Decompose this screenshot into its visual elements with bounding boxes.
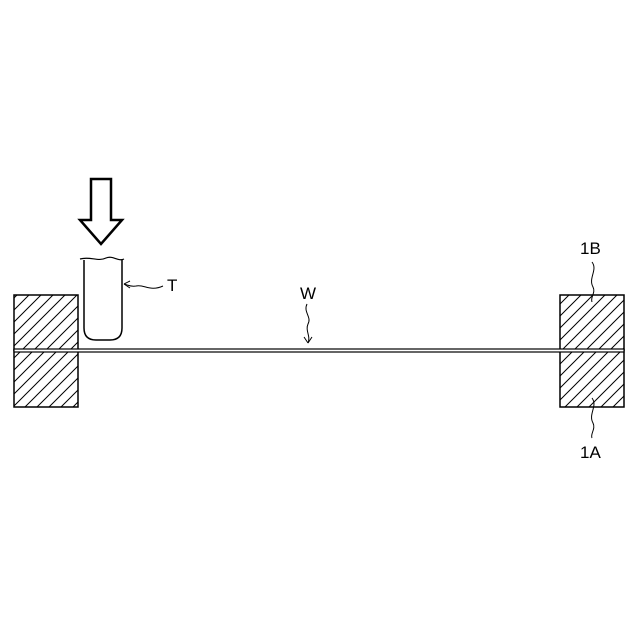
label-tool: T [167,276,177,295]
label-1a: 1A [580,443,601,462]
workpiece-leader-line [306,304,309,343]
left-upper-clamp [14,295,78,350]
right-upper-clamp [560,295,624,350]
tool-body [84,260,122,340]
workpiece-leader-arrowhead [304,337,312,343]
workpiece-plate [14,349,624,352]
tool-top-edge [80,257,124,260]
label-1b: 1B [580,239,601,258]
down-arrow-icon [80,179,122,244]
label-workpiece: W [300,284,316,303]
left-lower-clamp [14,350,78,407]
